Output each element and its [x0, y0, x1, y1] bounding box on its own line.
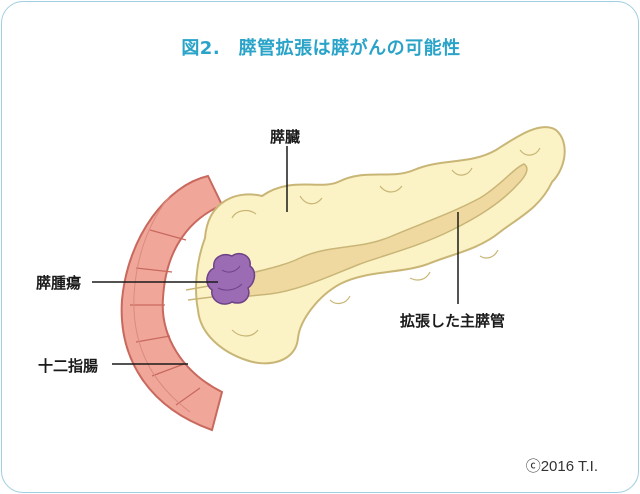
duodenum-shape [120, 174, 224, 432]
label-tumor: 膵腫瘍 [36, 274, 82, 292]
copyright-text: ⓒ2016 T.I. [525, 458, 598, 475]
figure-title: 図2. 膵管拡張は膵がんの可能性 [181, 38, 461, 59]
label-duodenum: 十二指腸 [38, 357, 99, 375]
label-dilated-duct: 拡張した主膵管 [400, 312, 506, 330]
tumor-shape [206, 252, 256, 305]
label-pancreas: 膵臓 [270, 128, 301, 146]
main-duct-shape [217, 163, 528, 299]
